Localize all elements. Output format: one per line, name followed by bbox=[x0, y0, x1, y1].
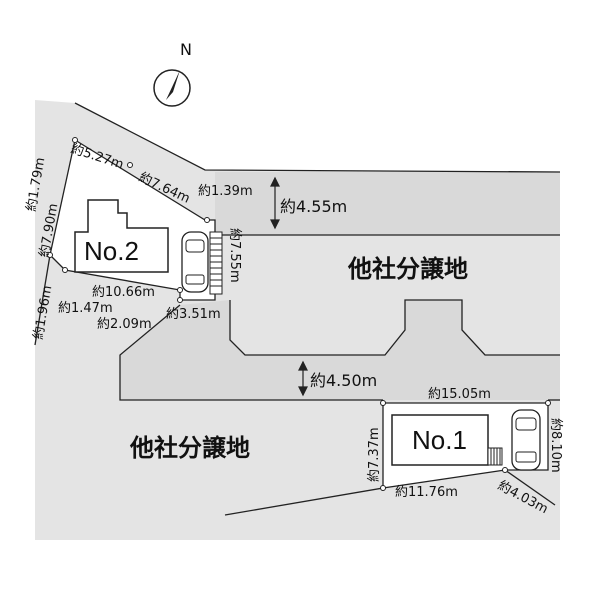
compass: N bbox=[153, 40, 192, 107]
lot-no2-label: No.2 bbox=[84, 236, 139, 266]
compass-label: N bbox=[180, 40, 192, 59]
other-land-label-north: 他社分譲地 bbox=[347, 255, 468, 283]
dim-10-66: 約10.66m bbox=[92, 285, 155, 300]
dim-7-37: 約7.37m bbox=[367, 427, 382, 482]
dim-15-05: 約15.05m bbox=[428, 387, 491, 402]
dim-1-47: 約1.47m bbox=[58, 301, 113, 316]
dimension-arrows bbox=[270, 176, 308, 397]
dim-2-09: 約2.09m bbox=[97, 317, 152, 332]
car-no1-icon bbox=[511, 409, 541, 471]
north-arrow-icon bbox=[166, 70, 180, 100]
stairs-no1-icon bbox=[487, 447, 503, 466]
dim-3-51: 約3.51m bbox=[166, 307, 221, 322]
lot-no1-label: No.1 bbox=[412, 425, 467, 455]
north-road bbox=[215, 172, 560, 235]
survey-points bbox=[47, 137, 551, 491]
stairs-no2-icon bbox=[209, 231, 223, 295]
dim-7-55: 約7.55m bbox=[227, 228, 242, 283]
dim-1-39: 約1.39m bbox=[198, 184, 253, 199]
boundary-lines bbox=[34, 102, 561, 516]
house-no2-footprint bbox=[74, 199, 169, 273]
dim-8-10: 約8.10m bbox=[548, 418, 563, 473]
dim-11-76: 約11.76m bbox=[395, 485, 458, 500]
other-land-label-south: 他社分譲地 bbox=[129, 434, 250, 462]
dim-4-55: 約4.55m bbox=[280, 197, 347, 216]
car-no2-icon bbox=[181, 231, 209, 293]
dim-4-50: 約4.50m bbox=[310, 371, 377, 390]
